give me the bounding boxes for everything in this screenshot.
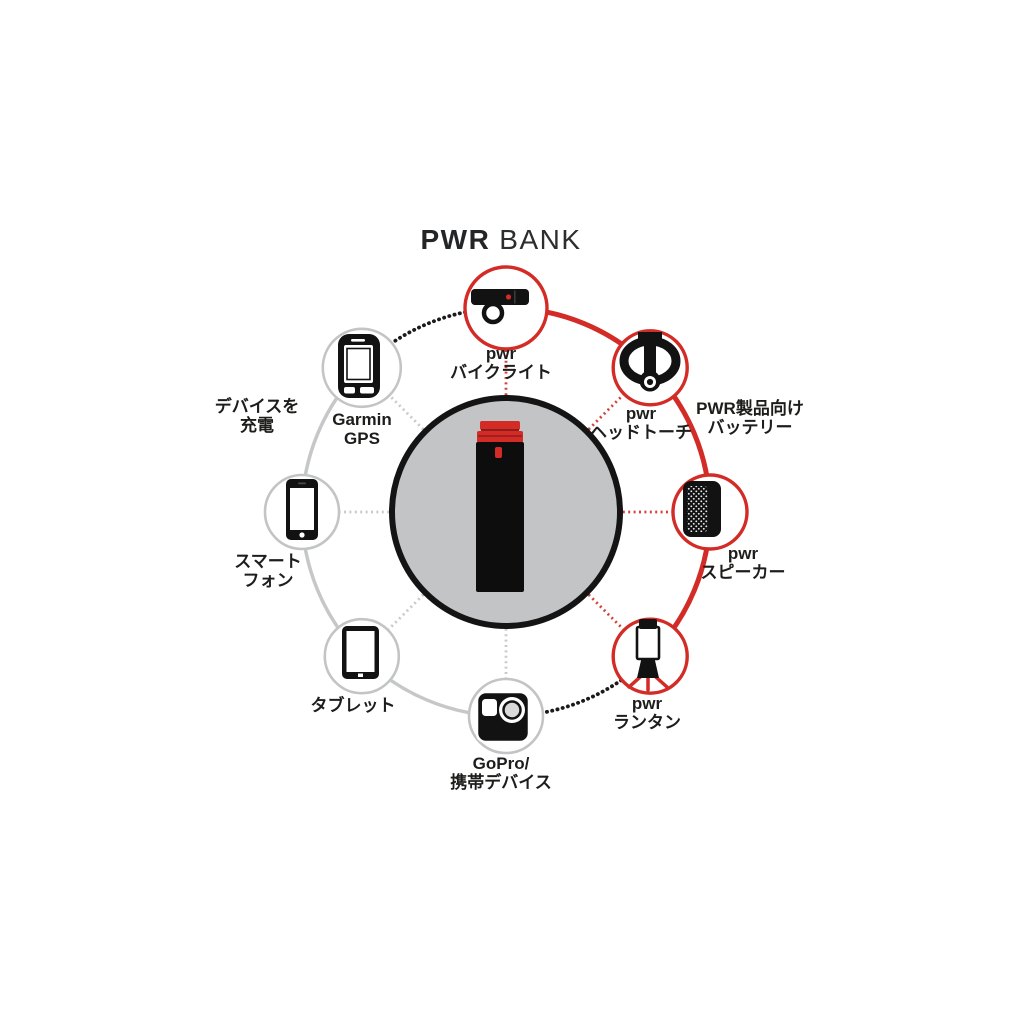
tablet-icon	[342, 626, 379, 679]
title-brand: PWR	[420, 224, 491, 255]
head-torch-icon	[619, 332, 681, 392]
annotation-charge-devices: デバイスを 充電	[214, 397, 300, 435]
annotation-pwr-products-battery: PWR製品向け バッテリー	[696, 399, 804, 437]
gps-device-icon	[338, 334, 380, 398]
lantern-icon	[627, 619, 669, 692]
node-circle-bike-light	[463, 265, 549, 351]
title-product: BANK	[499, 224, 582, 255]
action-camera-icon	[475, 690, 531, 744]
label-gopro: GoPro/ 携帯デバイス	[450, 754, 552, 792]
label-head-torch: pwr ヘッドトーチ	[590, 404, 692, 442]
label-speaker: pwr スピーカー	[700, 544, 786, 582]
bike-light-icon	[471, 289, 529, 325]
label-smartphone: スマート フォン	[234, 552, 302, 590]
speaker-icon	[683, 481, 721, 537]
label-bike-light: pwr バイクライト	[450, 344, 552, 382]
label-tablet: タブレット	[310, 696, 396, 715]
page-title: PWR BANK	[420, 224, 581, 256]
power-bank-battery-icon	[476, 421, 524, 592]
smartphone-icon	[286, 479, 318, 540]
label-lantern: pwr ランタン	[613, 694, 681, 732]
label-garmin-gps: Garmin GPS	[332, 410, 392, 448]
